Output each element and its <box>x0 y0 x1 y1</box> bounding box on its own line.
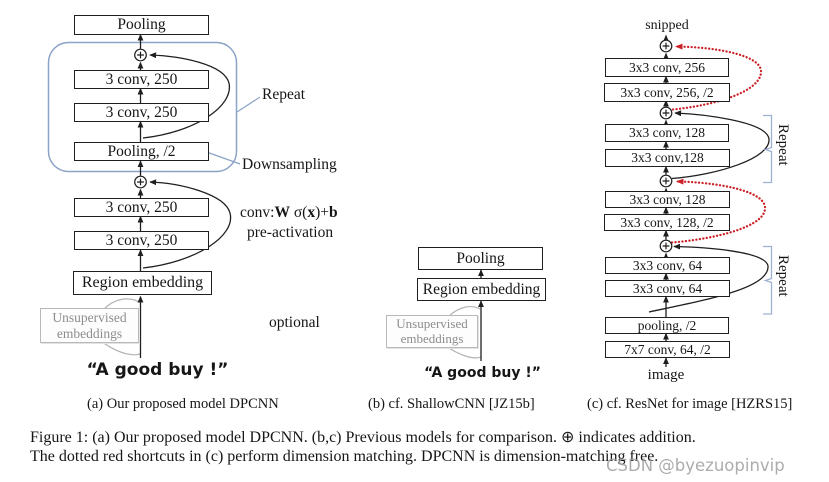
box-conv128-r2-c: 3x3 conv,128 <box>605 149 730 167</box>
box-region-embedding-b: Region embedding <box>417 278 546 301</box>
formula-part: conv: <box>240 204 275 221</box>
caption-panel-a: (a) Our proposed model DPCNN <box>87 396 279 412</box>
box-conv128-half-c: 3x3 conv, 128, /2 <box>604 214 730 231</box>
formula-part: )+ <box>315 204 329 221</box>
oplus-icon <box>134 175 147 189</box>
box-pooling-b: Pooling <box>418 247 543 270</box>
label-repeat-c-lower: Repeat <box>775 255 791 297</box>
unsupervised-line2: embeddings <box>56 325 123 341</box>
oplus-icon <box>659 39 673 53</box>
repeat-block-outline <box>47 41 238 173</box>
box-unsupervised-embeddings-b: Unsupervised embeddings <box>386 315 478 348</box>
box-conv7x7-c: 7x7 conv, 64, /2 <box>605 341 730 358</box>
box-pooling-half-c: pooling, /2 <box>605 317 729 334</box>
addition-nodes <box>134 39 673 253</box>
formula-part-bold-W: W <box>274 204 290 221</box>
label-optional: optional <box>269 314 320 331</box>
red-dotted-shortcuts <box>670 43 767 244</box>
box-conv256-c: 3x3 conv, 256 <box>605 58 729 77</box>
figure-caption-line2: The dotted red shortcuts in (c) perform … <box>30 448 659 465</box>
unsupervised-line1: Unsupervised <box>52 310 127 326</box>
input-sentence-b: “A good buy !” <box>424 365 541 381</box>
input-sentence-a: “A good buy !” <box>86 360 229 380</box>
box-conv256-half-c: 3x3 conv, 256, /2 <box>604 83 730 102</box>
oplus-icon <box>659 239 673 253</box>
unsupervised-line1: Unsupervised <box>396 315 468 331</box>
label-downsampling: Downsampling <box>242 156 337 173</box>
box-region-embedding-a: Region embedding <box>73 271 212 295</box>
figure-caption-line1: Figure 1: (a) Our proposed model DPCNN. … <box>30 429 696 446</box>
unsupervised-connector-curves <box>100 298 482 359</box>
label-repeat-a: Repeat <box>262 86 306 103</box>
repeat-brackets <box>763 114 773 315</box>
box-conv-1-a: 3 conv, 250 <box>74 198 209 217</box>
caption-panel-b: (b) cf. ShallowCNN [JZ15b] <box>368 396 535 412</box>
label-repeat-c-upper: Repeat <box>775 124 791 166</box>
box-unsupervised-embeddings-a: Unsupervised embeddings <box>40 308 139 343</box>
box-conv-repeat-1-a: 3 conv, 250 <box>74 70 209 89</box>
formula-part-bold-x: x <box>307 204 316 221</box>
box-conv-2-a: 3 conv, 250 <box>74 231 209 250</box>
label-conv-formula: conv:W σ(x)+b <box>240 204 338 222</box>
box-conv-repeat-2-a: 3 conv, 250 <box>74 103 209 122</box>
label-image: image <box>647 367 685 383</box>
label-snipped: snipped <box>645 18 689 33</box>
box-conv128-r1-c: 3x3 conv, 128 <box>605 124 729 142</box>
box-conv64-r1-c: 3x3 conv, 64 <box>605 257 730 274</box>
solid-shortcut-arcs <box>142 52 770 313</box>
label-preactivation: pre-activation <box>247 224 334 241</box>
box-pooling-half-a: Pooling, /2 <box>74 142 209 161</box>
oplus-icon <box>134 48 147 62</box>
box-conv128-top-c: 3x3 conv, 128 <box>605 191 730 208</box>
oplus-icon <box>659 106 673 120</box>
box-pooling-top-a: Pooling <box>74 15 209 35</box>
oplus-icon <box>659 174 673 188</box>
unsupervised-line2: embeddings <box>400 330 464 346</box>
caption-panel-c: (c) cf. ResNet for image [HZRS15] <box>587 396 793 412</box>
watermark: CSDN @byezuopinvip <box>606 456 785 475</box>
formula-part-bold-b: b <box>329 204 338 221</box>
box-conv64-r2-c: 3x3 conv, 64 <box>605 280 730 297</box>
formula-part: σ( <box>289 204 308 221</box>
annotation-pointer-lines <box>207 96 261 165</box>
